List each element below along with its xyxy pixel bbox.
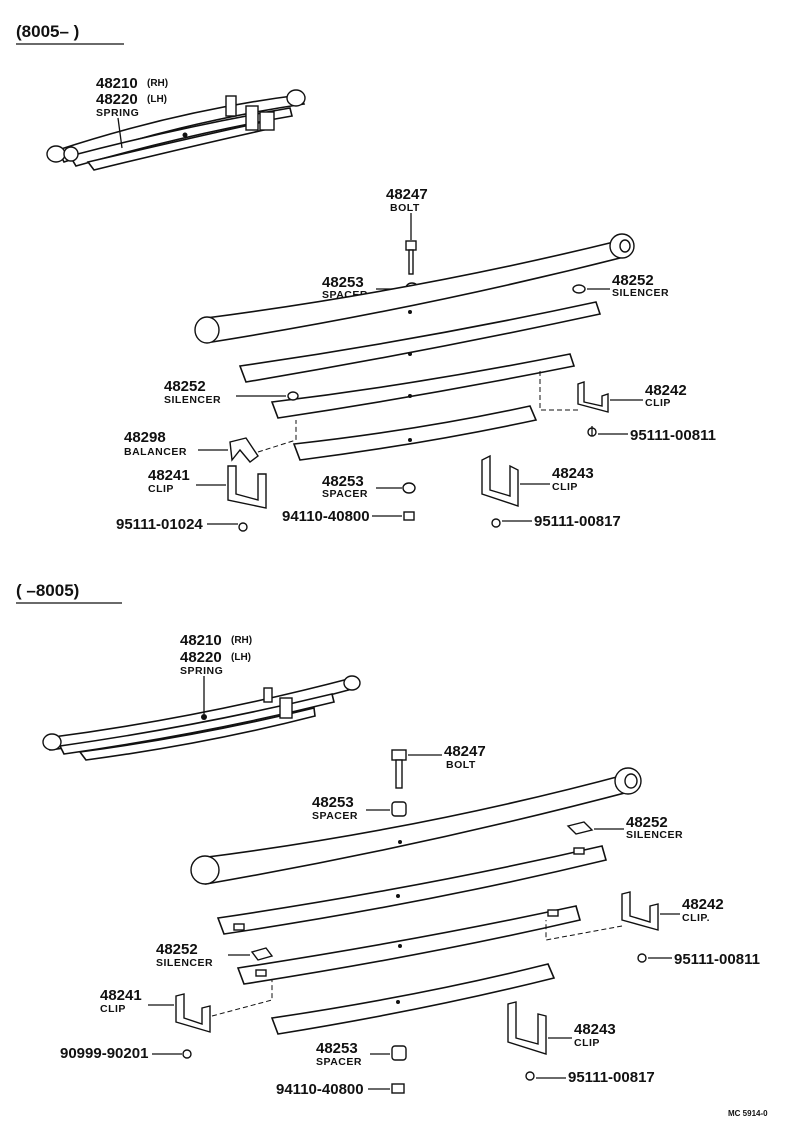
rivet-b-part-number: 95111-01024 <box>116 516 203 533</box>
rivet-a-part-number: 95111-00811 <box>674 951 760 968</box>
silencer-b-part-number: 48252 <box>164 378 206 395</box>
spring-lh-part-number: 48220 <box>180 649 222 666</box>
spacer-bottom-name: SPACER <box>316 1056 362 1068</box>
spacer-bottom-part-number: 48253 <box>322 473 364 490</box>
spring-rh-side: (RH) <box>147 78 168 89</box>
balancer-name: BALANCER <box>124 446 187 458</box>
clip-48241-name: CLIP <box>100 1003 126 1015</box>
clip-48243-part-number: 48243 <box>552 465 594 482</box>
silencer-a-name: SILENCER <box>612 287 669 299</box>
clip-48241-part-number: 48241 <box>100 987 142 1004</box>
nut-part-number: 94110-40800 <box>282 508 370 525</box>
clip-48243-name: CLIP <box>552 481 578 493</box>
clip-48243-part-number: 48243 <box>574 1021 616 1038</box>
clip-48241-part-number: 48241 <box>148 467 190 484</box>
bolt-drawing <box>405 240 417 275</box>
balancer-part-number: 48298 <box>124 429 166 446</box>
bolt-part-number: 48247 <box>386 186 428 203</box>
clip-48241-name: CLIP <box>148 483 174 495</box>
rivet-c-part-number: 95111-00817 <box>534 513 621 530</box>
spring-rh-part-number: 48210 <box>96 75 138 92</box>
rivet-c-part-number: 95111-00817 <box>568 1069 655 1086</box>
spring-name: SPRING <box>96 107 139 119</box>
spacer-bottom-part-number: 48253 <box>316 1040 358 1057</box>
rivet-drawing <box>587 426 597 437</box>
rivet-a-part-number: 95111-00811 <box>630 427 716 444</box>
clip-48242-name: CLIP. <box>682 912 710 924</box>
spring-name: SPRING <box>180 665 223 677</box>
silencer-b-name: SILENCER <box>164 394 221 406</box>
bolt-drawing <box>391 749 407 789</box>
section-new-model: (8005– ) 48210 (RH) 48220 (LH) SPRING 48… <box>16 22 716 533</box>
clip-48241-drawing <box>175 993 211 1033</box>
silencer-a-name: SILENCER <box>626 829 683 841</box>
leaf-spring-stack <box>190 767 642 1035</box>
footer-code: MC 5914-0 <box>728 1109 768 1118</box>
silencer-a-part-number: 48252 <box>612 272 654 289</box>
silencer-b-part-number: 48252 <box>156 941 198 958</box>
silencer-b-name: SILENCER <box>156 957 213 969</box>
spring-lh-side: (LH) <box>147 94 167 105</box>
bolt-part-number: 48247 <box>444 743 486 760</box>
assembled-spring-drawing <box>42 675 361 761</box>
silencer-a-part-number: 48252 <box>626 814 668 831</box>
assembled-spring-drawing <box>46 89 306 171</box>
clip-48242-drawing <box>621 891 659 931</box>
nut-drawing <box>403 511 415 521</box>
spring-rh-part-number: 48210 <box>180 632 222 649</box>
section-2-header: ( –8005) <box>16 581 79 600</box>
spacer-bottom-name: SPACER <box>322 488 368 500</box>
spacer-top-name: SPACER <box>312 810 358 822</box>
silencer-drawing <box>572 284 586 294</box>
section-old-model: ( –8005) 48210 (RH) 48220 (LH) SPRING 48… <box>16 581 760 1098</box>
clip-48243-drawing <box>507 1001 547 1055</box>
bolt-name: BOLT <box>390 202 420 214</box>
clip-48241-drawing <box>227 465 267 509</box>
spacer-top-part-number: 48253 <box>322 274 364 291</box>
rivet-b-part-number: 90999-90201 <box>60 1045 148 1062</box>
bolt-name: BOLT <box>446 759 476 771</box>
clip-48242-name: CLIP <box>645 397 671 409</box>
clip-48242-drawing <box>577 381 609 413</box>
nut-part-number: 94110-40800 <box>276 1081 364 1098</box>
balancer-drawing <box>229 437 259 463</box>
clip-48243-name: CLIP <box>574 1037 600 1049</box>
section-1-header: (8005– ) <box>16 22 79 41</box>
clip-48242-part-number: 48242 <box>682 896 724 913</box>
clip-48242-part-number: 48242 <box>645 382 687 399</box>
leaf-spring-stack <box>194 233 635 461</box>
spring-lh-part-number: 48220 <box>96 91 138 108</box>
spring-lh-side: (LH) <box>231 652 251 663</box>
clip-48243-drawing <box>481 454 519 507</box>
spacer-top-part-number: 48253 <box>312 794 354 811</box>
spring-rh-side: (RH) <box>231 635 252 646</box>
